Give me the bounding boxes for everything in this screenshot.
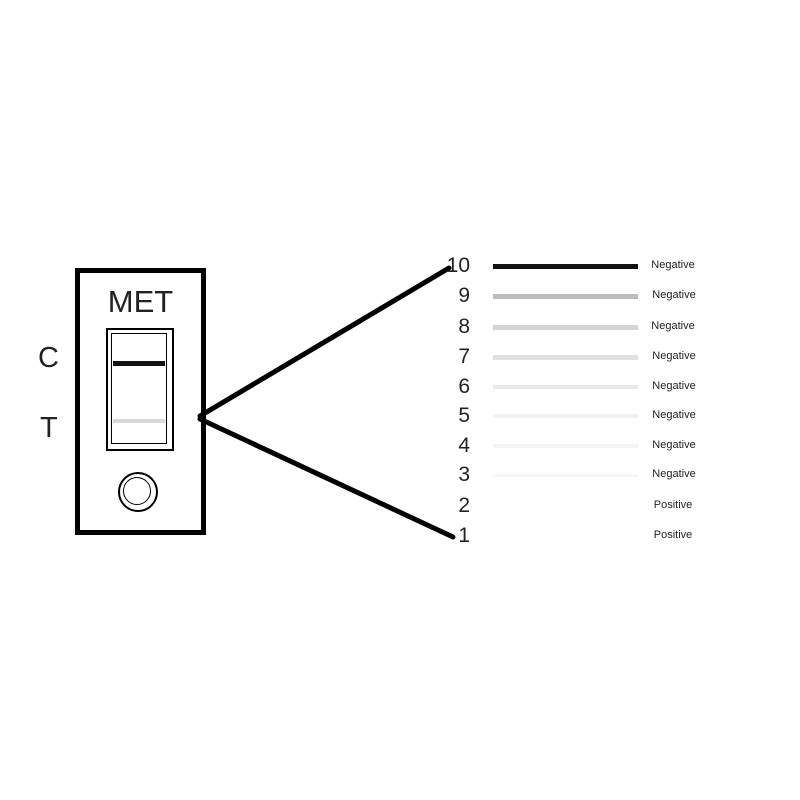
scale-band-sample bbox=[493, 294, 638, 299]
scale-level-number: 6 bbox=[458, 375, 470, 398]
scale-level-number: 9 bbox=[458, 284, 470, 307]
scale-result-label: Positive bbox=[653, 529, 693, 541]
scale-level-number: 4 bbox=[458, 434, 470, 457]
result-window bbox=[106, 328, 174, 451]
scale-result-label: Negative bbox=[651, 320, 695, 332]
connector-line-top bbox=[197, 265, 452, 419]
scale-result-label: Negative bbox=[652, 380, 696, 392]
connector-line-bottom bbox=[197, 416, 456, 540]
scale-result-label: Negative bbox=[651, 259, 695, 271]
scale-result-label: Negative bbox=[652, 350, 696, 362]
scale-band-sample bbox=[493, 444, 638, 448]
cassette-brand-label: MET bbox=[107, 284, 174, 319]
scale-result-label: Negative bbox=[652, 289, 696, 301]
scale-band-sample bbox=[493, 355, 638, 360]
test-line-label: T bbox=[40, 412, 58, 444]
scale-band-sample bbox=[493, 414, 638, 418]
scale-result-label: Negative bbox=[652, 439, 696, 451]
test-cassette: MET bbox=[75, 268, 206, 535]
scale-level-number: 1 bbox=[458, 524, 470, 547]
control-band bbox=[113, 361, 165, 366]
result-window-inner bbox=[111, 333, 167, 444]
sample-well bbox=[118, 472, 158, 512]
scale-level-number: 8 bbox=[458, 315, 470, 338]
scale-band-sample bbox=[493, 385, 638, 389]
scale-level-number: 5 bbox=[458, 404, 470, 427]
scale-band-sample bbox=[493, 505, 638, 508]
scale-result-label: Negative bbox=[652, 409, 696, 421]
scale-level-number: 3 bbox=[458, 463, 470, 486]
scale-band-sample bbox=[493, 264, 638, 269]
scale-band-sample bbox=[493, 474, 638, 477]
test-band bbox=[113, 419, 165, 423]
scale-level-number: 7 bbox=[458, 345, 470, 368]
scale-result-label: Positive bbox=[653, 499, 693, 511]
scale-band-sample bbox=[493, 535, 638, 538]
scale-level-number: 10 bbox=[446, 254, 470, 277]
control-line-label: C bbox=[38, 342, 59, 374]
sample-well-inner bbox=[123, 477, 151, 505]
scale-level-number: 2 bbox=[458, 494, 470, 517]
scale-result-label: Negative bbox=[652, 468, 696, 480]
scale-band-sample bbox=[493, 325, 638, 330]
